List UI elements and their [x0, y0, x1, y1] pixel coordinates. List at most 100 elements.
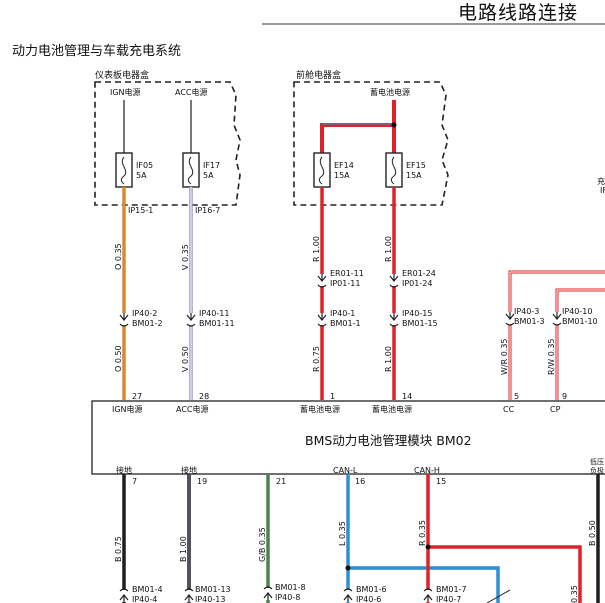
- can-l-branch: [348, 566, 500, 603]
- connector-marker: [389, 313, 399, 327]
- dash-box-label: 仪表板电器盒: [95, 69, 149, 81]
- pin-number: 28: [199, 392, 209, 401]
- conn-label-a: IP40-11: [199, 309, 229, 318]
- right-edge-label-1: 充: [597, 176, 605, 186]
- connector-marker: [343, 588, 353, 602]
- front-fuse-box-outline: [293, 81, 449, 206]
- pin-label: 接地: [181, 465, 197, 475]
- pin-label-right-1: 低压: [590, 457, 604, 466]
- dash-fuse-box-outline: [94, 81, 241, 206]
- fuse-ef15: EF15 15A: [385, 152, 426, 188]
- wire-label: G/B 0.35: [258, 527, 267, 562]
- connector-marker: [317, 274, 327, 288]
- can-h-branch: [428, 545, 582, 603]
- conn-label-b: BM01-2: [132, 319, 163, 328]
- pin-label: 蓄电池电源: [372, 404, 412, 414]
- wire-label: R 1.00: [384, 236, 393, 262]
- cp-wire-stripe: [556, 289, 605, 400]
- fuse-id: EF14: [334, 161, 354, 170]
- ign-source-label: IGN电源: [110, 87, 141, 97]
- pin-number: 21: [276, 477, 286, 486]
- connector-ip15-1: IP15-1: [128, 206, 153, 215]
- connector-marker: [552, 312, 562, 326]
- pin-number: 1: [330, 392, 335, 401]
- conn-label-b: IP40-8: [275, 593, 300, 602]
- wire-label: L 0.35: [338, 521, 347, 546]
- bms-module-title: BMS动力电池管理模块 BM02: [305, 433, 472, 448]
- wire-label: R/W 0.35: [547, 338, 556, 375]
- pin-label: CC: [503, 405, 515, 414]
- fuse-rating: 15A: [406, 171, 422, 180]
- battery-source-label: 蓄电池电源: [370, 87, 410, 97]
- connector-marker: [263, 586, 273, 600]
- fuse-id: IF17: [203, 161, 220, 170]
- pin-label-right-2: 负极: [590, 466, 604, 475]
- wire-label: B 0.75: [114, 536, 123, 562]
- conn-label-b: BM01-10: [562, 317, 598, 326]
- conn-label-b: IP01-24: [402, 279, 432, 288]
- pin-label: ACC电源: [176, 404, 209, 414]
- conn-label-a: ER01-11: [330, 269, 364, 278]
- wire-label: W/R 0.35: [500, 338, 509, 375]
- connector-marker: [119, 313, 129, 327]
- section-title: 动力电池管理与车载充电系统: [12, 44, 182, 59]
- connector-marker: [317, 313, 327, 327]
- conn-label-a: IP40-1: [330, 309, 355, 318]
- wire-label: 0.35: [570, 585, 579, 603]
- pin-label: IGN电源: [112, 404, 143, 414]
- battery-branch-wire: [320, 123, 394, 153]
- conn-label-a: IP40-2: [132, 309, 157, 318]
- conn-label-b: IP40-4: [132, 595, 157, 603]
- pin-number: 14: [402, 392, 412, 401]
- conn-label-a: BM01-8: [275, 583, 306, 592]
- connector-markers-lower: [119, 586, 433, 602]
- conn-label-b: BM01-11: [199, 319, 235, 328]
- diagonal-lead: [486, 589, 511, 603]
- conn-label-a: ER01-24: [402, 269, 436, 278]
- can-l-junction: [345, 565, 351, 571]
- connector-markers-upper: [119, 274, 562, 327]
- pin-label: CP: [550, 405, 561, 414]
- page-header-title: 电路线路连接: [458, 2, 579, 24]
- conn-label-a: IP40-15: [402, 309, 432, 318]
- connector-ip16-7: IP16-7: [195, 206, 220, 215]
- pin-number: 19: [197, 477, 207, 486]
- acc-source-label: ACC电源: [175, 87, 208, 97]
- connector-marker: [119, 588, 129, 602]
- conn-label-a: IP40-3: [514, 307, 539, 316]
- wire-label: O 0.50: [114, 345, 123, 372]
- wire-label: V 0.35: [181, 244, 190, 270]
- wire-label: V 0.50: [181, 346, 190, 372]
- conn-label-b: BM01-1: [330, 319, 361, 328]
- wire-label: R 0.75: [312, 346, 321, 372]
- wire-label: B 0.50: [588, 520, 597, 546]
- conn-label-b: IP40-6: [356, 595, 381, 603]
- pin-label: CAN-L: [333, 466, 358, 475]
- fuse-rating: 15A: [334, 171, 350, 180]
- connector-marker: [186, 313, 196, 327]
- wire-label: O 0.35: [114, 243, 123, 270]
- fuse-rating: 5A: [203, 171, 214, 180]
- pin-number: 7: [132, 477, 137, 486]
- pin-number: 9: [562, 392, 567, 401]
- front-box-label: 前舱电器盒: [296, 69, 341, 81]
- fuse-id: EF15: [406, 161, 426, 170]
- fuse-if05: IF05 5A: [115, 152, 153, 188]
- cc-wire-stripe: [509, 271, 605, 400]
- pin-label: CAN-H: [414, 466, 440, 475]
- pin-number: 27: [132, 392, 142, 401]
- connector-marker: [505, 312, 515, 326]
- can-h-junction: [425, 544, 431, 550]
- fuse-ef14: EF14 15A: [313, 152, 354, 188]
- pin-number: 16: [355, 477, 365, 486]
- conn-label-b: IP01-11: [330, 279, 360, 288]
- connector-marker: [184, 588, 194, 602]
- conn-label-b: IP40-13: [195, 595, 225, 603]
- fuse-id: IF05: [136, 161, 153, 170]
- fuse-if17: IF17 5A: [182, 152, 220, 188]
- conn-label-a: BM01-4: [132, 585, 163, 594]
- pin-label: 接地: [116, 465, 132, 475]
- conn-label-a: BM01-6: [356, 585, 387, 594]
- right-edge-label-2: IF: [600, 186, 605, 195]
